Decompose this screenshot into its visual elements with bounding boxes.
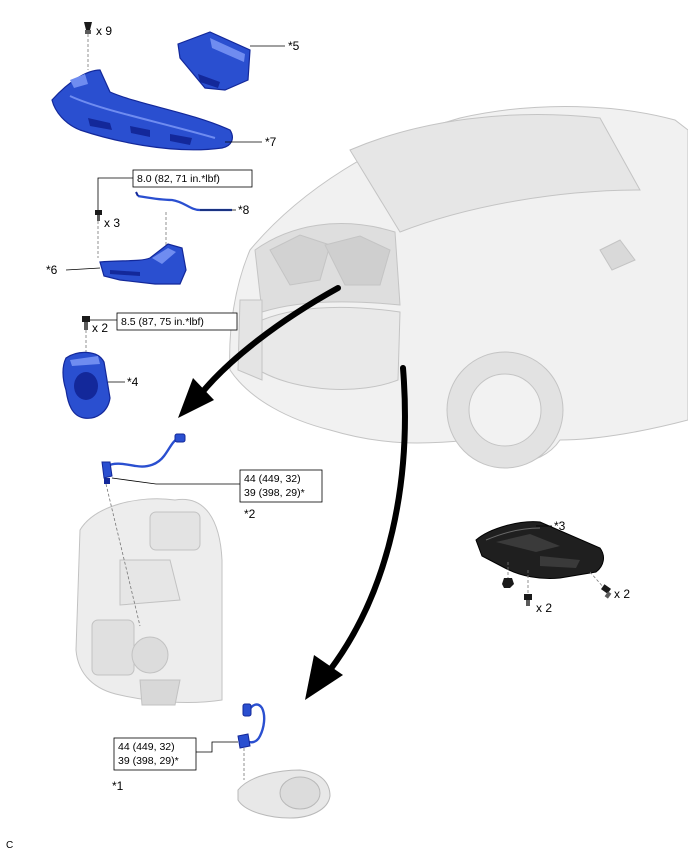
leader-torque-sensor-upper xyxy=(111,477,240,485)
label-part-1: *1 xyxy=(112,779,124,793)
vehicle-front-illustration xyxy=(229,106,688,469)
qty-cowl-bolts: x 3 xyxy=(104,216,120,230)
label-part-8: *8 xyxy=(238,203,250,217)
leader-torque-cowl-bolt xyxy=(97,177,133,210)
label-part-5: *5 xyxy=(288,39,300,53)
torque-sensor-upper-line1: 44 (449, 32) xyxy=(244,473,301,485)
qty-top-clips: x 9 xyxy=(96,24,112,38)
figure-code: C xyxy=(6,840,13,851)
qty-bracket-bolts: x 2 xyxy=(92,321,108,335)
torque-box-sensor-upper xyxy=(239,469,323,503)
under-cover-dashed-line xyxy=(589,571,605,589)
label-part-7: *7 xyxy=(265,135,277,149)
bolt-icon xyxy=(601,584,612,599)
torque-box-sensor-lower xyxy=(113,737,197,771)
label-part-2: *2 xyxy=(244,507,256,521)
label-part-3: *3 xyxy=(554,519,566,533)
torque-box-bracket-bolt xyxy=(116,312,238,331)
leader-torque-sensor-lower xyxy=(196,741,238,753)
part-4-sensor-bracket xyxy=(62,351,111,419)
label-part-4: *4 xyxy=(127,375,139,389)
nut-icon xyxy=(502,578,514,588)
label-part-6: *6 xyxy=(46,263,58,277)
part-2-oxygen-sensor xyxy=(101,433,186,484)
part-8-hose xyxy=(135,191,232,212)
torque-sensor-lower-line1: 44 (449, 32) xyxy=(118,741,175,753)
leader-line-6 xyxy=(65,267,101,271)
part-6-cowl-cover xyxy=(99,243,187,285)
engine-block-illustration xyxy=(75,498,223,706)
bolt-icon xyxy=(524,594,532,606)
torque-box-cowl-bolt xyxy=(132,169,253,188)
torque-bracket-bolt: 8.5 (87, 75 in.*lbf) xyxy=(121,316,204,328)
part-3-engine-under-cover xyxy=(475,521,604,579)
clip-fastener-icon xyxy=(84,22,92,34)
torque-cowl-bolt: 8.0 (82, 71 in.*lbf) xyxy=(137,173,220,185)
sensor-upper-dashed-line xyxy=(105,483,141,627)
part-7-upper-radiator-support-seal xyxy=(51,69,233,151)
direction-arrows xyxy=(178,285,408,700)
bolt-icon xyxy=(95,210,102,221)
catalytic-converter-illustration xyxy=(237,769,331,819)
torque-sensor-upper-line2: 39 (398, 29)* xyxy=(244,487,305,499)
qty-under-cover-bolts: x 2 xyxy=(536,601,552,615)
bolt-icon xyxy=(82,316,90,330)
qty-under-cover-nuts: x 2 xyxy=(614,587,630,601)
part-5-cover xyxy=(177,31,251,91)
torque-sensor-lower-line2: 39 (398, 29)* xyxy=(118,755,179,767)
part-1-oxygen-sensor xyxy=(237,703,266,749)
